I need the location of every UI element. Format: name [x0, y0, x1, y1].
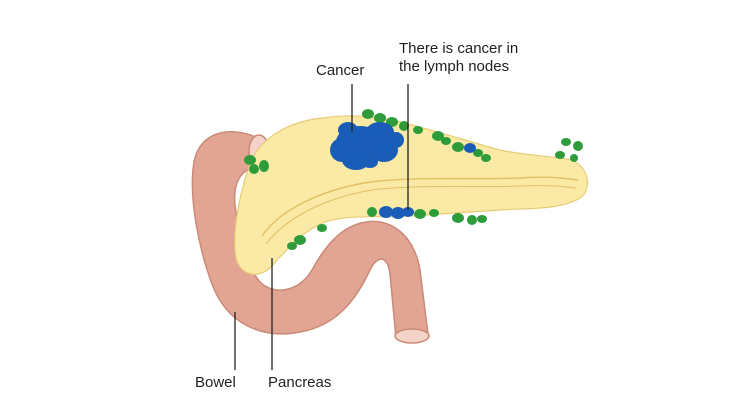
lymph-node — [414, 209, 426, 219]
cancerous-lymph-node — [464, 143, 476, 153]
cancerous-lymph-node — [379, 206, 393, 218]
bowel-bottom-opening — [394, 328, 430, 344]
lymph-nodes-label-line-1: There is cancer in — [399, 40, 519, 57]
lymph-nodes-label: There is cancer in the lymph nodes — [399, 40, 518, 76]
lymph-node — [374, 113, 386, 123]
tumour-lobe — [362, 156, 378, 168]
pointer-lines — [234, 84, 409, 370]
lymph-node — [287, 242, 297, 250]
lymph-node — [294, 235, 306, 245]
lymph-node — [477, 215, 487, 223]
lymph-node — [452, 213, 464, 223]
lymph-node — [473, 149, 483, 157]
lymph-node — [561, 138, 571, 146]
lymph-node — [362, 109, 374, 119]
lymph-node — [432, 131, 444, 141]
lymph-node — [249, 164, 259, 174]
lymph-node — [570, 154, 578, 162]
lymph-node — [573, 141, 583, 151]
lymph-node — [429, 209, 439, 217]
cancer-tumour — [330, 122, 404, 170]
lymph-node — [555, 151, 565, 159]
lymph-node — [452, 142, 464, 152]
lymph-node — [481, 154, 491, 162]
cancer-label: Cancer — [316, 62, 365, 79]
pancreatic-duct — [261, 176, 579, 237]
bowel-label: Bowel — [195, 374, 236, 391]
lymph-node — [467, 215, 477, 225]
lymph-node — [367, 207, 377, 217]
lymph-node — [441, 137, 451, 145]
lymph-nodes — [244, 109, 583, 250]
cancerous-lymph-node — [391, 207, 405, 219]
lymph-node — [399, 121, 409, 131]
tumour-lobe — [388, 132, 404, 148]
cancerous-lymph-node — [402, 207, 414, 217]
lymph-node — [244, 155, 256, 165]
tumour-lobe — [338, 122, 358, 138]
lymph-node — [317, 224, 327, 232]
pancreatic-duct-inner — [265, 185, 577, 245]
lymph-nodes-label-line-2: the lymph nodes — [399, 58, 510, 75]
tumour-lobe — [342, 150, 370, 170]
tumour-lobe — [366, 122, 394, 142]
lymph-node — [413, 126, 423, 134]
lymph-node — [259, 160, 269, 172]
pancreas-label: Pancreas — [268, 374, 332, 391]
cancerous-lymph-nodes — [379, 143, 476, 219]
